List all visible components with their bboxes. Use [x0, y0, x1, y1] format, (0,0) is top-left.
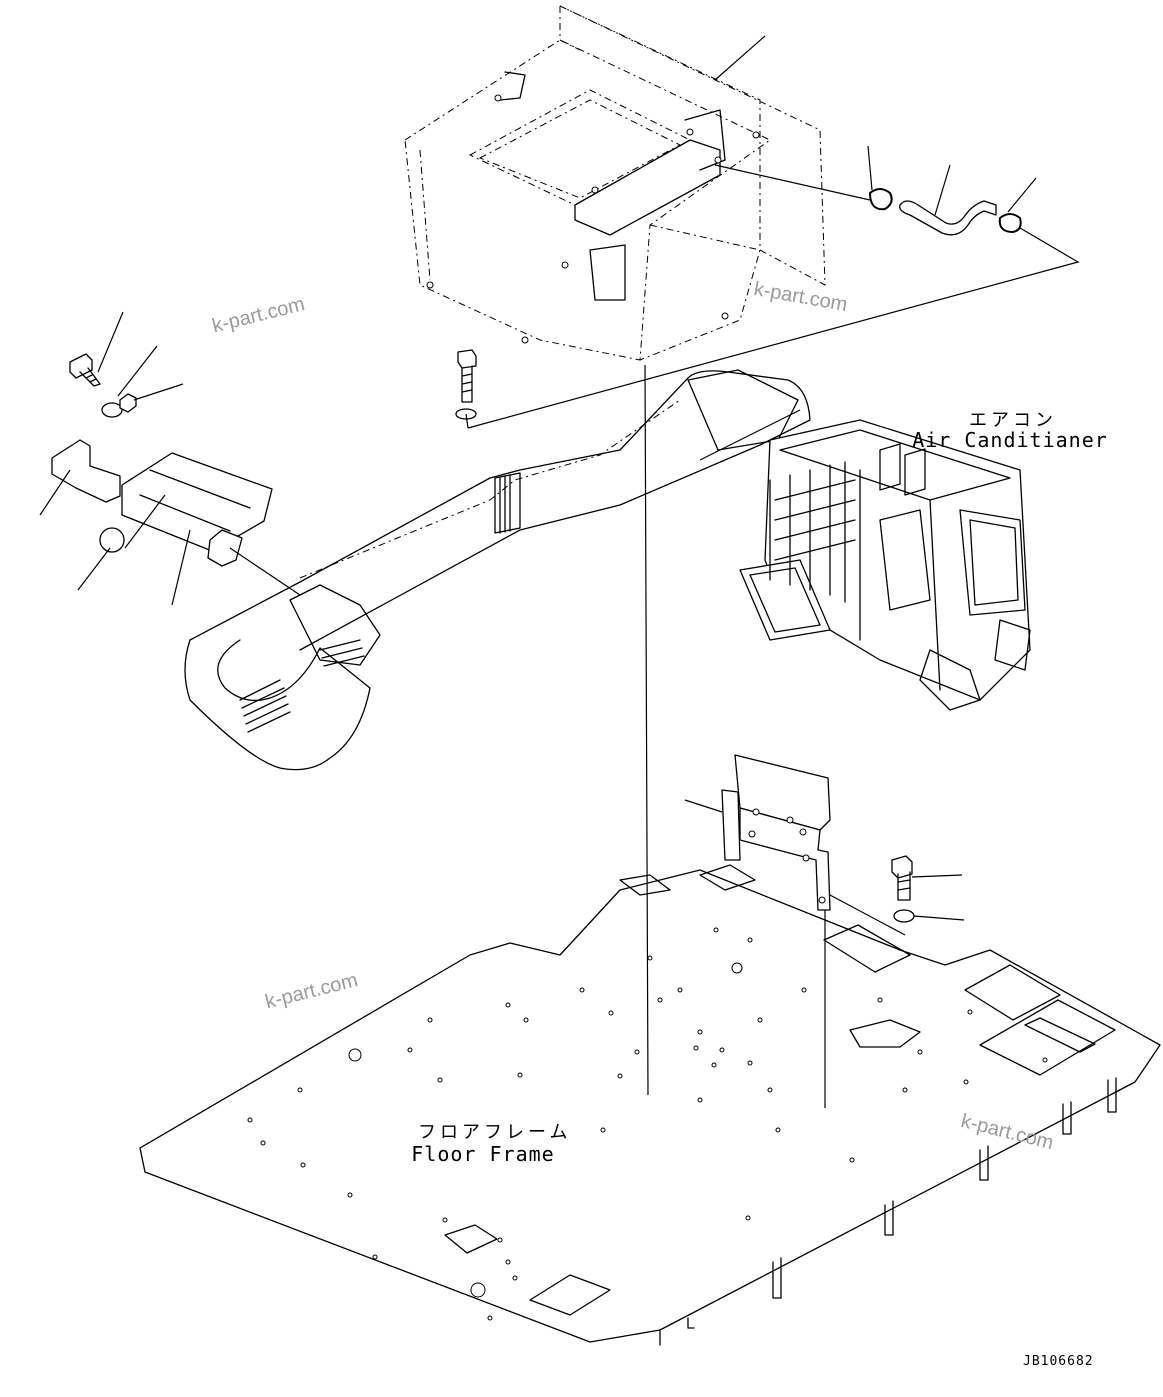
upper-box-assembly — [404, 5, 826, 361]
left-brackets — [39, 439, 273, 606]
air-conditioner-unit — [699, 409, 1031, 711]
mid-bracket — [684, 754, 906, 936]
bolt-and-washer-center — [455, 349, 477, 429]
left-bolt-washer-nut — [69, 311, 184, 418]
air-conditioner-label-jp: エアコン — [969, 410, 1057, 431]
drawing-code: JB106682 — [1023, 1354, 1094, 1369]
floor-frame — [139, 864, 1161, 1346]
right-bolt-and-washer — [891, 855, 965, 923]
air-conditioner-label-en: Air Canditianer — [912, 428, 1108, 452]
reference-line-1 — [644, 364, 649, 1096]
hose-with-clamps — [467, 145, 1080, 429]
floor-frame-label-jp: フロアフレーム — [418, 1122, 572, 1143]
floor-frame-label-en: Floor Frame — [411, 1142, 555, 1166]
air-duct — [184, 369, 811, 771]
